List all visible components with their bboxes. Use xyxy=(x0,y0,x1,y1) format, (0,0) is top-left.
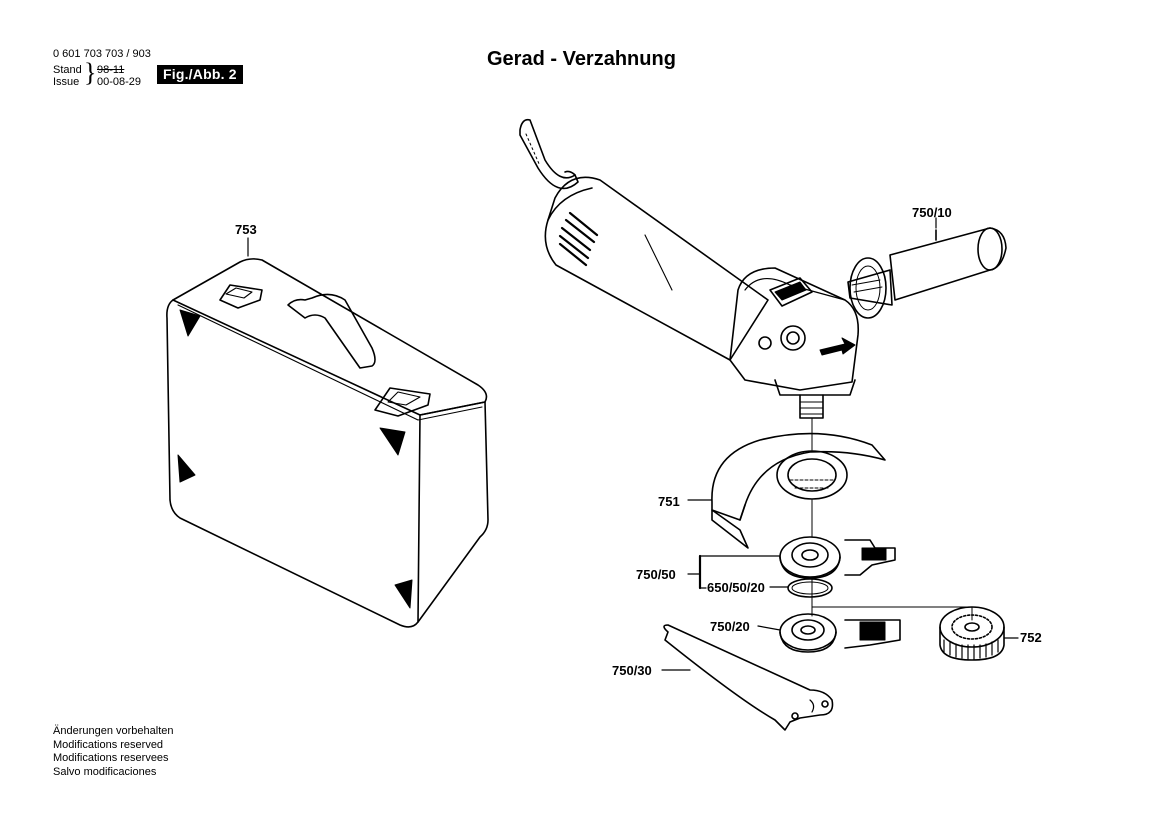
carrying-case xyxy=(166,258,489,628)
part-label-751: 751 xyxy=(658,494,680,509)
part-label-753: 753 xyxy=(235,222,257,237)
auxiliary-handle xyxy=(847,227,1007,319)
issue-value: 00-08-29 xyxy=(97,76,142,88)
note-line: Modifications reservees xyxy=(53,752,169,764)
pin-spanner xyxy=(663,624,834,731)
note-line: Änderungen vorbehalten xyxy=(53,725,174,737)
note-line: Salvo modificaciones xyxy=(53,765,157,778)
stand-value: 98-11 xyxy=(97,64,125,76)
note-line: Modifications reserved xyxy=(53,738,164,751)
part-label-750-50: 750/50 xyxy=(636,567,676,582)
brace-glyph: } xyxy=(84,58,97,87)
axis-lines xyxy=(811,417,973,621)
part-label-750-30: 750/30 xyxy=(612,663,652,678)
clamp-nut xyxy=(779,613,901,653)
angle-grinder xyxy=(519,118,860,419)
issue-label: Issue xyxy=(53,76,80,88)
document-number: 0 601 703 703 / 903 xyxy=(53,48,151,60)
page-title: Gerad - Verzahnung xyxy=(487,48,676,70)
quick-clamp-nut xyxy=(939,606,1005,661)
figure-label: Fig./Abb. 2 xyxy=(157,65,243,84)
wheel-guard xyxy=(711,429,886,549)
modification-notes: Änderungen vorbehalten Modifications res… xyxy=(53,725,173,779)
part-label-750-10: 750/10 xyxy=(912,205,952,220)
stand-label: Stand xyxy=(53,64,82,76)
part-label-750-20: 750/20 xyxy=(710,619,750,634)
part-label-650-50-20: 650/50/20 xyxy=(707,580,765,595)
leader-lines xyxy=(247,217,1019,671)
o-ring xyxy=(787,578,833,598)
backing-flange xyxy=(779,536,896,579)
part-label-752: 752 xyxy=(1020,630,1042,645)
